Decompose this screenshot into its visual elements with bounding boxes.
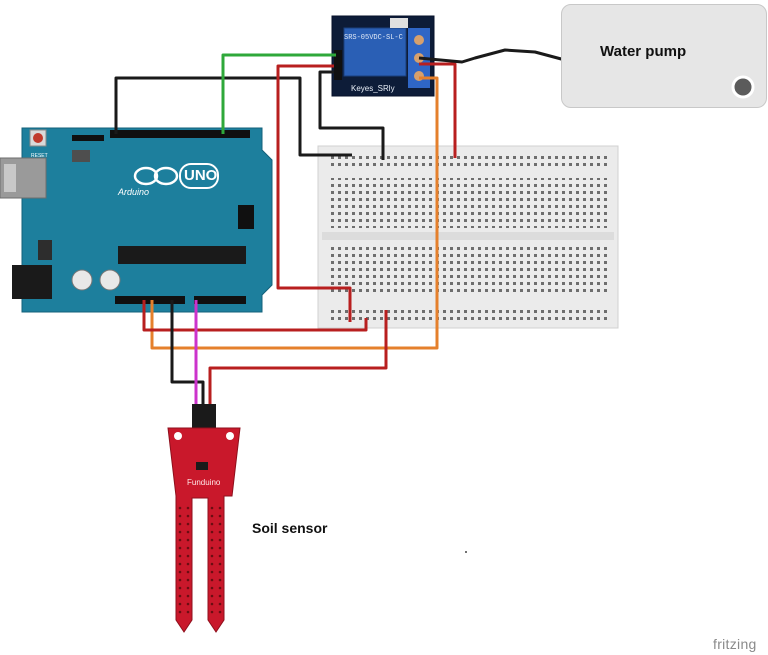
analog-header (194, 296, 246, 304)
wire-red-5v (142, 300, 368, 332)
center-channel (322, 232, 614, 240)
power-rail-bottom (330, 306, 610, 320)
relay-module (331, 15, 435, 97)
sensor-brand-label: Funduino (187, 478, 221, 487)
sensor-pin-header (192, 404, 216, 430)
terminal-strip-bottom (330, 246, 610, 296)
power-jack-icon (12, 265, 52, 299)
wire-red-relay-breadboard (419, 62, 457, 158)
wire-orange-pump-power (150, 76, 439, 350)
atmega-chip (118, 246, 246, 264)
wires (114, 48, 566, 408)
terminal-strip-top (330, 178, 610, 228)
wire-black-pump (418, 48, 566, 64)
relay-chip-label: SRS-05VDC-SL-C (344, 34, 403, 42)
capacitor-2 (99, 269, 121, 291)
arduino-logo-icon (133, 166, 159, 186)
wire-red-vcc-relay (276, 64, 352, 322)
wire-black-sensor-gnd (170, 300, 205, 408)
wire-red-sensor-vcc (208, 310, 388, 408)
soil-moisture-sensor (167, 404, 241, 633)
relay-pin-header (334, 50, 342, 80)
sensor-chip (196, 462, 208, 470)
arduino-brand-label: Arduino (118, 187, 150, 197)
screw-terminal-icon (414, 35, 424, 45)
relay-module-label: Keyes_SRly (351, 84, 395, 93)
breadboard (317, 145, 619, 329)
wire-black-gnd-relay (114, 76, 352, 157)
soil-sensor-label: Soil sensor (252, 520, 328, 536)
wire-green-signal (221, 53, 336, 134)
power-header (115, 296, 185, 304)
reset-button-icon[interactable] (33, 133, 43, 143)
relay-block (343, 27, 407, 77)
water-pump-label: Water pump (600, 43, 687, 60)
digital-header (110, 130, 250, 138)
arduino-model-label: UNO (184, 167, 218, 184)
wire-black-relay-breadboard (318, 70, 385, 160)
pump-indicator-icon (731, 75, 755, 99)
fritzing-watermark: fritzing (713, 636, 757, 652)
capacitor-1 (71, 269, 93, 291)
arduino-uno-board (0, 127, 273, 313)
power-rail-top (330, 152, 610, 166)
reset-label: RESET (31, 153, 48, 159)
